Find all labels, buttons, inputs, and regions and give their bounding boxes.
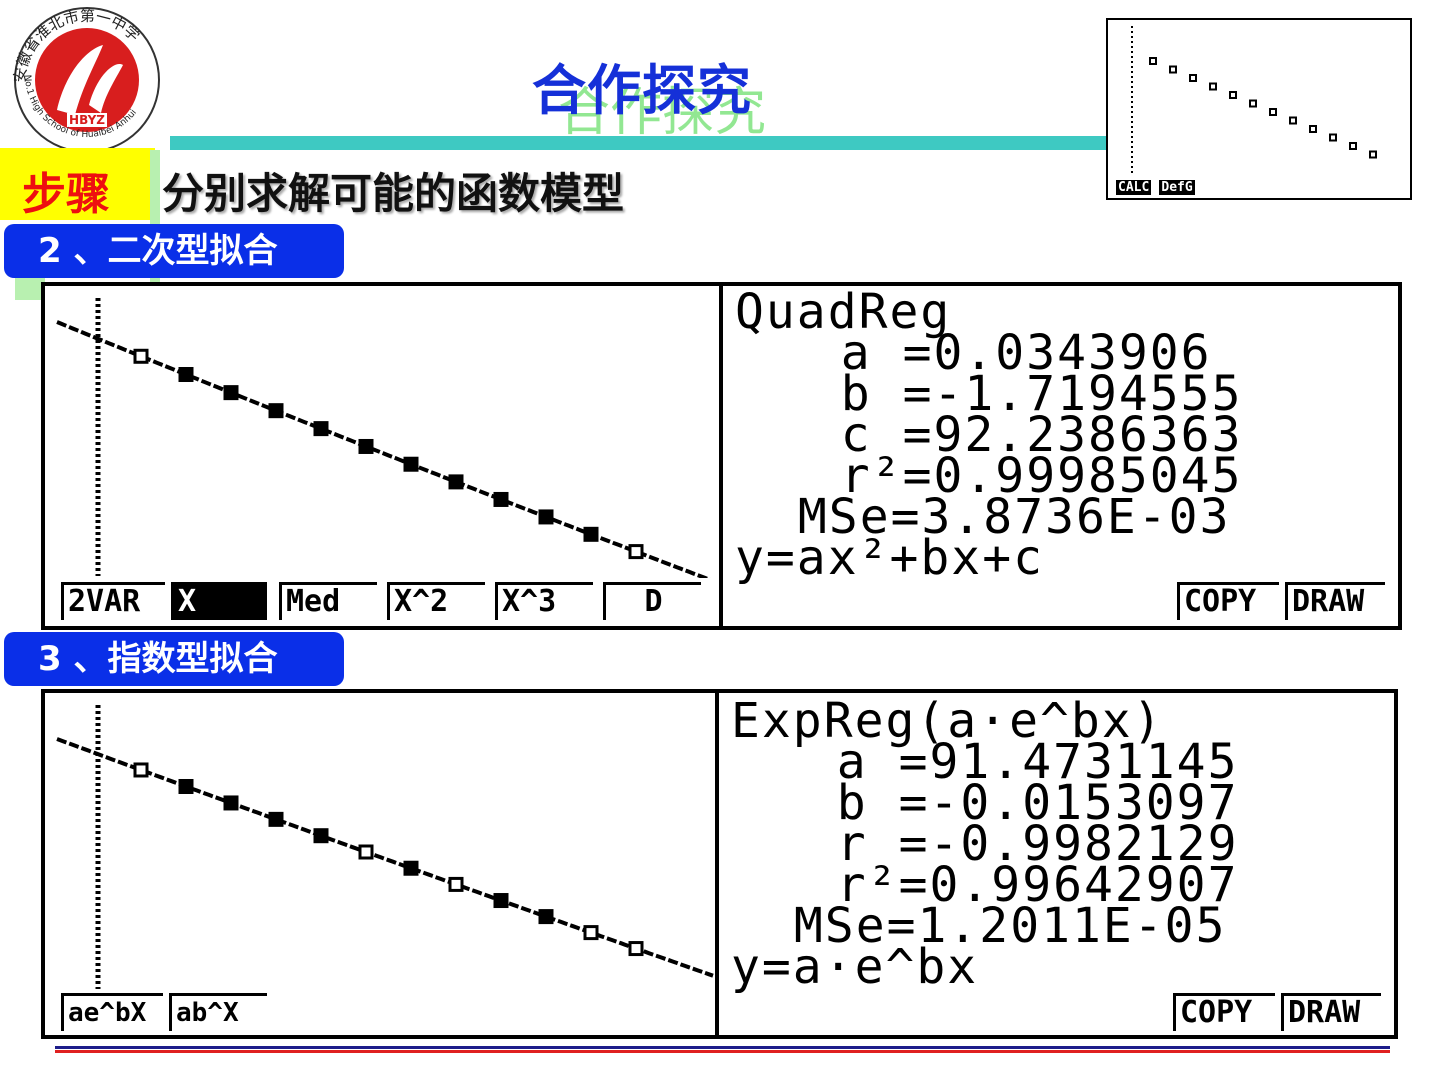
inset-scatter-point [1269, 108, 1277, 116]
menu-x2-button[interactable]: X^2 [387, 582, 485, 620]
data-point [493, 893, 509, 909]
data-point [223, 795, 239, 811]
step-subtitle: 分别求解可能的函数模型 [162, 169, 625, 218]
title-shadow: 合作探究 [558, 83, 767, 143]
footer-rule-red [55, 1050, 1390, 1053]
quad-result-formula: y=ax²+bx+c [735, 530, 1044, 586]
quad-graph-screen: 2VAR X Med X^2 X^3 D [41, 282, 723, 630]
footer-rule-blue [55, 1046, 1390, 1049]
data-point [178, 367, 194, 383]
data-point [268, 403, 284, 419]
inset-scatter-point [1229, 91, 1237, 99]
quad-fit-graph [56, 298, 714, 583]
inset-scatter-point [1209, 82, 1217, 91]
data-point [223, 385, 239, 401]
school-logo: HBYZ 安徽省淮北市第一中学 No.1 High School of Huai… [5, 5, 169, 155]
data-point [403, 860, 419, 876]
page-title: 合作探究 [532, 58, 752, 122]
step-label: 步骤 [22, 169, 110, 220]
exp-results-screen: ExpReg(a·e^bx) a =91.4731145 b =-0.01530… [715, 689, 1398, 1039]
data-point [583, 925, 599, 941]
step-badge [0, 148, 155, 220]
title-divider [170, 136, 1108, 150]
data-point [448, 876, 464, 892]
data-point [538, 509, 554, 525]
menu-aebx-button[interactable]: ae^bX [61, 993, 163, 1031]
inset-menu: CALC DefG [1116, 176, 1195, 195]
quad-results-screen: QuadReg a =0.0343906 b =-1.7194555 c =92… [719, 282, 1402, 630]
section-tab-exponential[interactable]: 3 、指数型拟合 [4, 632, 344, 686]
inset-scatter-point [1189, 74, 1197, 82]
section-tab-quadratic[interactable]: 2 、二次型拟合 [4, 224, 344, 278]
data-point [313, 421, 329, 437]
quad-result-b: b =-1.7194555 [779, 366, 1243, 422]
inset-calc-button[interactable]: CALC [1116, 180, 1152, 195]
data-point [268, 811, 284, 827]
inset-defg-button[interactable]: DefG [1159, 180, 1195, 195]
exp-result-mse: MSe=1.2011E-05 [763, 898, 1227, 954]
inset-scatter-screen: CALC DefG [1106, 18, 1412, 200]
inset-scatter-plot [1131, 26, 1377, 176]
inset-scatter-point [1349, 142, 1357, 150]
exp-result-r: r =-0.9982129 [775, 816, 1239, 872]
inset-scatter-point [1249, 99, 1257, 108]
exp-result-title: ExpReg(a·e^bx) [731, 693, 1164, 749]
data-point [403, 456, 419, 472]
logo-text: HBYZ [69, 113, 105, 127]
menu-x3-button[interactable]: X^3 [495, 582, 593, 620]
fit-curve [56, 737, 714, 978]
inset-scatter-point [1149, 57, 1157, 65]
inset-scatter-point [1169, 65, 1177, 74]
quad-result-title: QuadReg [735, 284, 952, 340]
exp-copy-button[interactable]: COPY [1173, 993, 1275, 1031]
exp-result-r2: r²=0.99642907 [775, 857, 1239, 913]
inset-scatter-point [1309, 125, 1317, 133]
data-point [493, 491, 509, 507]
exp-result-formula: y=a·e^bx [731, 939, 979, 995]
quad-result-a: a =0.0343906 [779, 325, 1212, 381]
quad-result-mse: MSe=3.8736E-03 [767, 489, 1231, 545]
quad-result-c: c =92.2386363 [779, 407, 1243, 463]
inset-scatter-point [1369, 150, 1377, 159]
data-point [313, 828, 329, 844]
quad-copy-button[interactable]: COPY [1177, 582, 1279, 620]
menu-2var-button[interactable]: 2VAR [61, 582, 165, 620]
menu-abx-button[interactable]: ab^X [169, 993, 267, 1031]
quad-result-r2: r²=0.99985045 [779, 448, 1243, 504]
menu-next-button[interactable]: D [603, 582, 701, 620]
data-point [448, 474, 464, 490]
exp-result-a: a =91.4731145 [775, 734, 1239, 790]
data-point [583, 526, 599, 542]
fit-curve [56, 320, 714, 583]
data-point [178, 778, 194, 794]
data-point [133, 348, 149, 364]
menu-med-button[interactable]: Med [279, 582, 377, 620]
data-point [628, 941, 644, 957]
inset-scatter-point [1329, 133, 1337, 142]
data-point [628, 544, 644, 560]
data-point [358, 844, 374, 860]
menu-x-button[interactable]: X [171, 582, 267, 620]
data-point [358, 438, 374, 454]
exp-graph-screen: ae^bX ab^X [41, 689, 723, 1039]
tab-accent [15, 278, 45, 300]
exp-draw-button[interactable]: DRAW [1281, 993, 1381, 1031]
exp-fit-graph [56, 705, 714, 989]
inset-scatter-point [1289, 116, 1297, 125]
data-point [538, 909, 554, 925]
data-point [133, 762, 149, 778]
quad-draw-button[interactable]: DRAW [1285, 582, 1385, 620]
exp-result-b: b =-0.0153097 [775, 775, 1239, 831]
